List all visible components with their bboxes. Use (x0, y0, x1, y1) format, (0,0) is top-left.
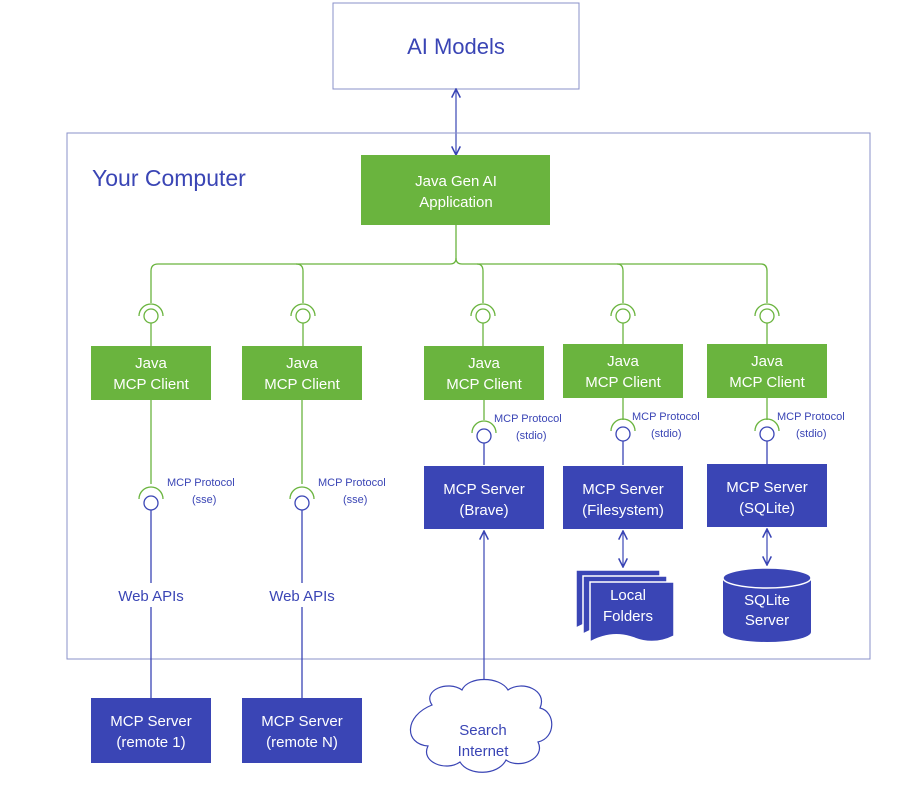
mcp-client-2: Java MCP Client (242, 346, 362, 400)
sse-protocol-1-line1: MCP Protocol (167, 477, 235, 489)
client-socket-4-cup (610, 303, 636, 317)
client-5-line1: Java (751, 353, 783, 370)
client-socket-1-cup (138, 303, 164, 317)
server-remote-1-line1: MCP Server (110, 713, 191, 730)
client-3-line1: Java (468, 355, 500, 372)
server-remote-n-line1: MCP Server (261, 713, 342, 730)
client-connectors (150, 225, 768, 303)
local-folders-line1: Local (610, 587, 646, 604)
mcp-server-sqlite: MCP Server (SQLite) (707, 464, 827, 527)
sqlite-server-db: SQLite Server (722, 567, 812, 642)
app-label-line1: Java Gen AI (415, 173, 497, 190)
web-apis-label-2: Web APIs (269, 588, 335, 605)
connector-right-bus (455, 257, 768, 303)
server-remote-n-line2: (remote N) (266, 734, 338, 751)
client-socket-5-cup (754, 303, 780, 317)
sqlite-server-line2: Server (745, 612, 789, 629)
stdio-links (471, 398, 780, 465)
client-sockets (138, 303, 780, 324)
client-socket-1-ball (143, 308, 159, 324)
connector-client-3 (476, 263, 484, 303)
stdio-protocol-3-line1: MCP Protocol (777, 411, 845, 423)
server-sqlite-line2: (SQLite) (739, 500, 795, 517)
connector-client-4 (616, 263, 624, 303)
server-sqlite-line1: MCP Server (726, 479, 807, 496)
search-internet-line2: Internet (458, 743, 510, 760)
server-remote-1-line2: (remote 1) (116, 734, 185, 751)
client-1-line1: Java (135, 355, 167, 372)
sse-protocol-2-line1: MCP Protocol (318, 477, 386, 489)
server-filesystem-line1: MCP Server (582, 481, 663, 498)
client-socket-2-cup (290, 303, 316, 317)
server-filesystem-line2: (Filesystem) (582, 502, 664, 519)
connector-client-2 (295, 263, 304, 303)
ai-models-label: AI Models (407, 34, 505, 59)
app-label-line2: Application (419, 194, 492, 211)
client-4-line1: Java (607, 353, 639, 370)
stdio-protocol-2-line1: MCP Protocol (632, 411, 700, 423)
web-apis-label-1: Web APIs (118, 588, 184, 605)
client-socket-2-ball (295, 308, 311, 324)
client-3-line2: MCP Client (446, 376, 522, 393)
local-folders-line2: Folders (603, 608, 653, 625)
client-4-line2: MCP Client (585, 374, 661, 391)
search-internet-cloud: Search Internet (409, 678, 553, 773)
mcp-server-brave: MCP Server (Brave) (424, 466, 544, 529)
server-brave-line1: MCP Server (443, 481, 524, 498)
stdio-protocol-3-line2: (stdio) (796, 428, 827, 440)
sqlite-server-line1: SQLite (744, 592, 790, 609)
mcp-server-filesystem: MCP Server (Filesystem) (563, 466, 683, 529)
search-internet-line1: Search (459, 722, 507, 739)
client-socket-stems (150, 323, 768, 346)
server-brave-line2: (Brave) (459, 502, 508, 519)
stdio-protocol-1-line2: (stdio) (516, 430, 547, 442)
client-socket-3-cup (470, 303, 496, 317)
stdio-protocol-1-line1: MCP Protocol (494, 413, 562, 425)
mcp-client-1: Java MCP Client (91, 346, 211, 400)
stdio-protocol-2-line2: (stdio) (651, 428, 682, 440)
mcp-client-3: Java MCP Client (424, 346, 544, 400)
client-2-line1: Java (286, 355, 318, 372)
sse-protocol-1-line2: (sse) (192, 494, 216, 506)
sse-protocol-2-line2: (sse) (343, 494, 367, 506)
mcp-server-remote-n: MCP Server (remote N) (242, 698, 362, 763)
your-computer-boundary (66, 132, 871, 660)
client-socket-4-ball (615, 308, 631, 324)
client-2-line2: MCP Client (264, 376, 340, 393)
sse-links (138, 400, 315, 698)
mcp-client-4: Java MCP Client (563, 344, 683, 398)
java-gen-ai-application (361, 155, 550, 225)
mcp-server-remote-1: MCP Server (remote 1) (91, 698, 211, 763)
client-socket-3-ball (475, 308, 491, 324)
client-5-line2: MCP Client (729, 374, 805, 391)
mcp-client-5: Java MCP Client (707, 344, 827, 398)
client-socket-5-ball (759, 308, 775, 324)
your-computer-label: Your Computer (92, 165, 246, 191)
client-1-line2: MCP Client (113, 376, 189, 393)
ai-models-box (332, 2, 580, 90)
local-folders: Local Folders (575, 569, 675, 644)
